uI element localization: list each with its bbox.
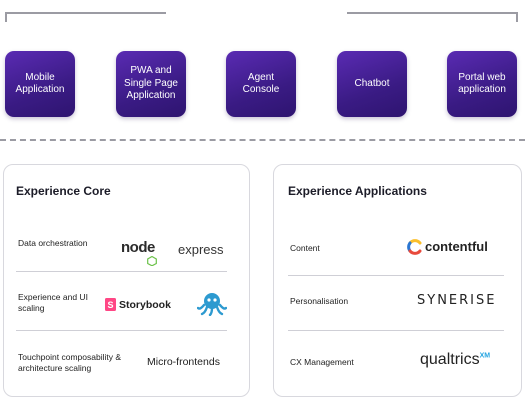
storybook-logo: Storybook [119, 299, 171, 311]
contentful-logo: contentful [425, 239, 488, 254]
octopus-icon [197, 293, 227, 316]
channel-chatbot: Chatbot [337, 51, 407, 117]
node-logo: node [121, 239, 155, 256]
row-label-experience-ui-scaling: Experience and UI scaling [18, 292, 88, 314]
channel-label: PWA and Single Page Application [124, 65, 178, 102]
channel-label: Agent Console [242, 71, 280, 96]
channel-agent-console: Agent Console [226, 51, 296, 117]
storybook-icon: S [105, 298, 116, 311]
contentful-icon [407, 239, 422, 255]
panel-title: Experience Core [16, 184, 111, 198]
node-logo-text: node [121, 239, 155, 256]
synerise-logo: SYNERISE [417, 293, 497, 308]
node-hexagon-icon [147, 256, 157, 266]
experience-core-panel: Experience Core Data orchestration node … [3, 164, 250, 397]
channels-bracket-left [5, 12, 166, 22]
channel-mobile-application: Mobile Application [5, 51, 75, 117]
channel-label: Mobile Application [15, 71, 65, 96]
experience-applications-panel: Experience Applications Content contentf… [273, 164, 522, 397]
micro-frontends-label: Micro-frontends [147, 356, 220, 368]
row-label-touchpoint-composability: Touchpoint composability & architecture … [18, 352, 122, 374]
channels-bracket-right [347, 12, 518, 22]
channel-label: Portal web application [458, 71, 506, 96]
row-label-data-orchestration: Data orchestration [18, 238, 88, 248]
channel-pwa-spa: PWA and Single Page Application [116, 51, 186, 117]
row-label-content: Content [290, 243, 320, 253]
row-separator [288, 275, 504, 276]
dashed-divider [0, 139, 525, 141]
panel-title: Experience Applications [288, 184, 427, 198]
row-label-cx-management: CX Management [290, 357, 354, 367]
row-separator [16, 330, 227, 331]
row-separator [16, 271, 227, 272]
svg-text:S: S [107, 300, 113, 310]
channel-portal-web-application: Portal web application [447, 51, 517, 117]
row-label-personalisation: Personalisation [290, 296, 349, 306]
qualtrics-logo-text: qualtrics [420, 351, 480, 368]
express-logo: express [178, 242, 224, 257]
qualtrics-logo: qualtricsXM [420, 351, 490, 369]
channel-label: Chatbot [354, 77, 390, 89]
row-separator [288, 330, 504, 331]
qualtrics-xm-badge: XM [479, 352, 491, 360]
